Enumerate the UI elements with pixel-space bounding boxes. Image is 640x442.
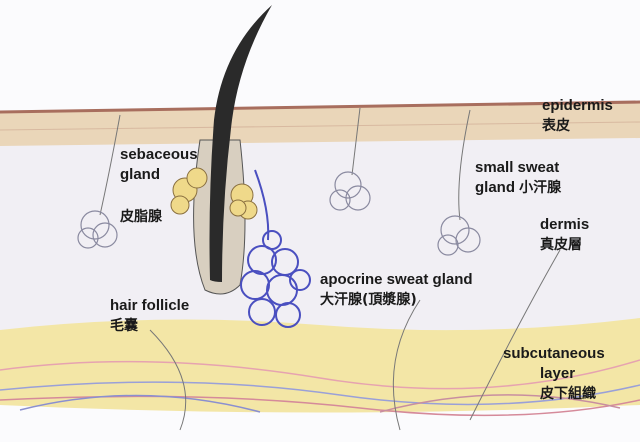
label-sebaceous-en1: sebaceous	[120, 146, 198, 163]
label-sebaceous-gland: sebaceous gland 皮脂腺	[120, 145, 198, 227]
label-small-sweat-en2: gland	[475, 179, 515, 196]
epidermis-layer	[0, 102, 640, 146]
epidermis-inner-line	[0, 121, 640, 131]
label-subcutaneous-en1: subcutaneous	[503, 345, 605, 362]
label-hair-follicle: hair follicle 毛囊	[110, 296, 189, 336]
apocrine-sweat-gland	[240, 230, 311, 328]
label-epidermis-en: epidermis	[542, 97, 613, 114]
label-epidermis: epidermis 表皮	[542, 96, 613, 136]
label-small-sweat-gland: small sweat gland 小汗腺	[475, 158, 561, 198]
apocrine-duct	[254, 169, 270, 241]
label-hair-follicle-en: hair follicle	[110, 297, 190, 314]
dermis-layer	[0, 135, 640, 335]
epidermis-surface	[0, 100, 640, 114]
label-small-sweat-en1: small sweat	[475, 159, 560, 176]
label-apocrine-en: apocrine sweat gland	[320, 271, 473, 288]
label-subcutaneous-zh: 皮下組織	[540, 386, 596, 402]
nerve-lines	[99, 107, 561, 431]
label-apocrine-zh: 大汗腺(頂漿腺)	[320, 292, 417, 308]
label-subcutaneous-en2: layer	[540, 365, 576, 382]
label-small-sweat-zh: 小汗腺	[519, 180, 562, 196]
label-apocrine-sweat-gland: apocrine sweat gland 大汗腺(頂漿腺)	[320, 270, 473, 310]
label-sebaceous-en2: gland	[120, 166, 160, 183]
label-epidermis-zh: 表皮	[542, 118, 570, 134]
hair-shaft	[209, 5, 272, 282]
small-sweat-gland-coils	[77, 171, 481, 256]
label-hair-follicle-zh: 毛囊	[110, 318, 138, 334]
subcutaneous-fibers	[0, 359, 640, 417]
label-dermis-zh: 真皮層	[540, 237, 582, 253]
subcutaneous-layer	[0, 318, 640, 413]
sebaceous-gland	[170, 167, 258, 220]
label-sebaceous-zh: 皮脂腺	[120, 209, 162, 225]
label-dermis-en: dermis	[540, 216, 590, 233]
label-dermis: dermis 真皮層	[540, 215, 589, 255]
label-subcutaneous-layer: subcutaneous layer 皮下組織	[503, 344, 605, 404]
